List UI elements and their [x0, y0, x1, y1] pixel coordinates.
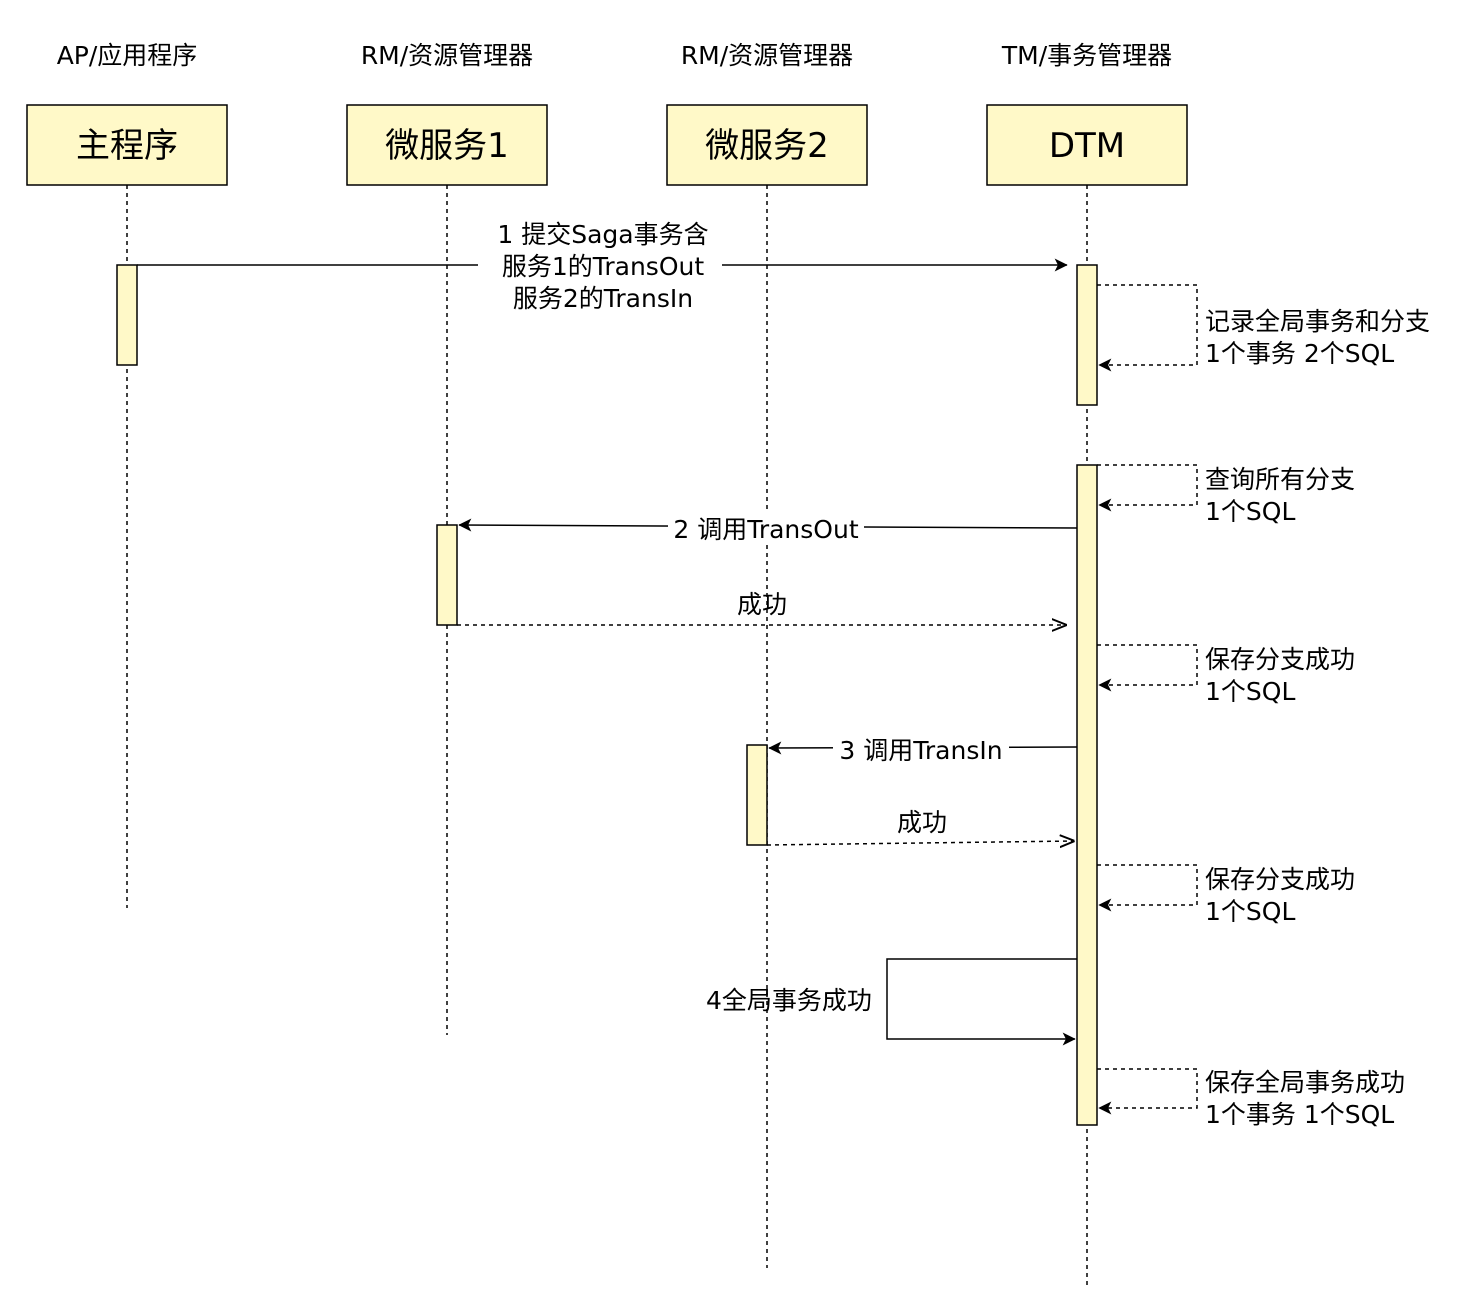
participant-box-service2 — [666, 104, 868, 186]
note-3-line-1: 保存分支成功 — [1205, 645, 1355, 674]
participant-box-dtm — [986, 104, 1188, 186]
participant-role-main: AP/应用程序 — [57, 41, 198, 70]
message-3-reply-label: 成功 — [897, 808, 947, 837]
message-3-reply-arrow — [766, 841, 1074, 845]
note-3-line-2: 1个SQL — [1205, 677, 1295, 706]
participant-box-main — [26, 104, 228, 186]
note-1-line-2: 1个事务 2个SQL — [1205, 339, 1394, 368]
activation-dtm-1 — [1076, 264, 1098, 406]
self-arrow-note-5 — [1097, 1068, 1198, 1115]
message-2-reply-label: 成功 — [737, 590, 787, 619]
message-4-arrow — [886, 958, 1077, 1046]
activation-service1 — [436, 524, 458, 626]
message-1-label-line-1: 1 提交Saga事务含 — [497, 220, 708, 249]
activation-main — [116, 264, 138, 366]
participant-box-service1 — [346, 104, 548, 186]
message-1-label-bg — [478, 218, 722, 316]
message-4-label: 4全局事务成功 — [706, 986, 872, 1015]
message-2-label-bg — [668, 512, 864, 544]
note-5-line-1: 保存全局事务成功 — [1205, 1068, 1405, 1097]
participant-role-service2: RM/资源管理器 — [681, 41, 853, 70]
activation-dtm-2 — [1076, 464, 1098, 1126]
note-2-line-1: 查询所有分支 — [1205, 465, 1355, 494]
participant-name-dtm: DTM — [1049, 126, 1125, 166]
note-1-line-1: 记录全局事务和分支 — [1205, 307, 1430, 336]
self-arrow-note-2 — [1097, 464, 1198, 512]
message-1-label-line-2: 服务1的TransOut — [502, 252, 704, 281]
self-arrow-note-3 — [1097, 644, 1198, 692]
participant-name-service1: 微服务1 — [385, 126, 509, 166]
participant-name-main: 主程序 — [76, 126, 178, 166]
message-3-label: 3 调用TransIn — [839, 736, 1002, 765]
self-arrow-note-4 — [1097, 864, 1198, 912]
note-5-line-2: 1个事务 1个SQL — [1205, 1100, 1394, 1129]
participant-name-service2: 微服务2 — [705, 126, 829, 166]
participant-role-dtm: TM/事务管理器 — [1001, 41, 1172, 70]
participant-role-service1: RM/资源管理器 — [361, 41, 533, 70]
note-4-line-2: 1个SQL — [1205, 897, 1295, 926]
note-2-line-2: 1个SQL — [1205, 497, 1295, 526]
message-2-label: 2 调用TransOut — [673, 515, 858, 544]
activation-service2 — [746, 744, 768, 846]
message-1-label-line-3: 服务2的TransIn — [513, 284, 693, 313]
self-arrow-note-1 — [1097, 284, 1198, 372]
note-4-line-1: 保存分支成功 — [1205, 865, 1355, 894]
message-3-label-bg — [833, 733, 1009, 765]
